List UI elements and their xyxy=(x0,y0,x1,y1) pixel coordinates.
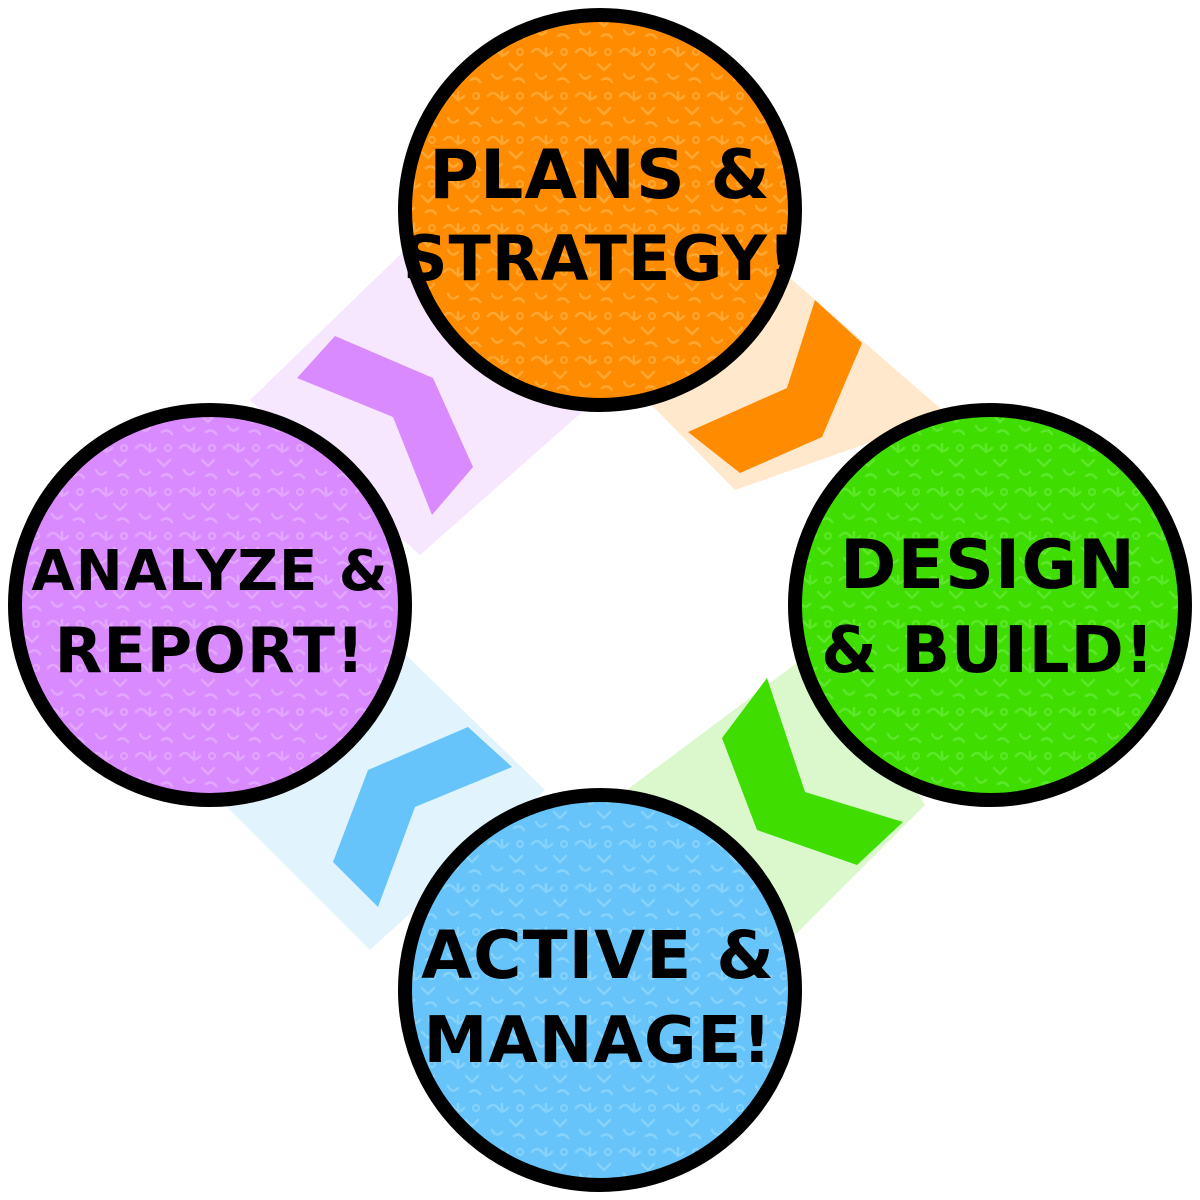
node-label-line-2: REPORT! xyxy=(55,614,366,687)
node-outline xyxy=(8,403,412,807)
node-label-line-1: ACTIVE & xyxy=(421,917,775,994)
node-label-line-1: PLANS & xyxy=(429,136,771,215)
node-plans-strategy: PLANS & STRATEGY! xyxy=(398,8,802,412)
node-design-build: DESIGN & BUILD! xyxy=(788,403,1192,807)
node-label-line-1: DESIGN xyxy=(840,526,1136,605)
node-analyze-report: ANALYZE & REPORT! xyxy=(8,403,412,807)
pattern-overlay xyxy=(405,795,795,1185)
node-label-line-2: STRATEGY! xyxy=(403,222,797,295)
chevron-arrow-icon xyxy=(297,336,473,515)
pattern-overlay xyxy=(15,410,405,800)
pattern-overlay xyxy=(405,15,795,405)
chevron-arrow-icon xyxy=(688,300,862,473)
pattern-overlay xyxy=(795,410,1185,800)
node-active-manage: ACTIVE & MANAGE! xyxy=(398,788,802,1192)
chevron-arrow-icon xyxy=(722,678,903,865)
node-label-line-2: & BUILD! xyxy=(821,614,1155,688)
node-label-line-1: ANALYZE & xyxy=(31,539,388,604)
node-outline xyxy=(788,403,1192,807)
node-label-line-2: MANAGE! xyxy=(424,1004,773,1078)
chevron-arrow-icon xyxy=(333,727,512,907)
node-outline xyxy=(398,8,802,412)
node-outline xyxy=(398,788,802,1192)
